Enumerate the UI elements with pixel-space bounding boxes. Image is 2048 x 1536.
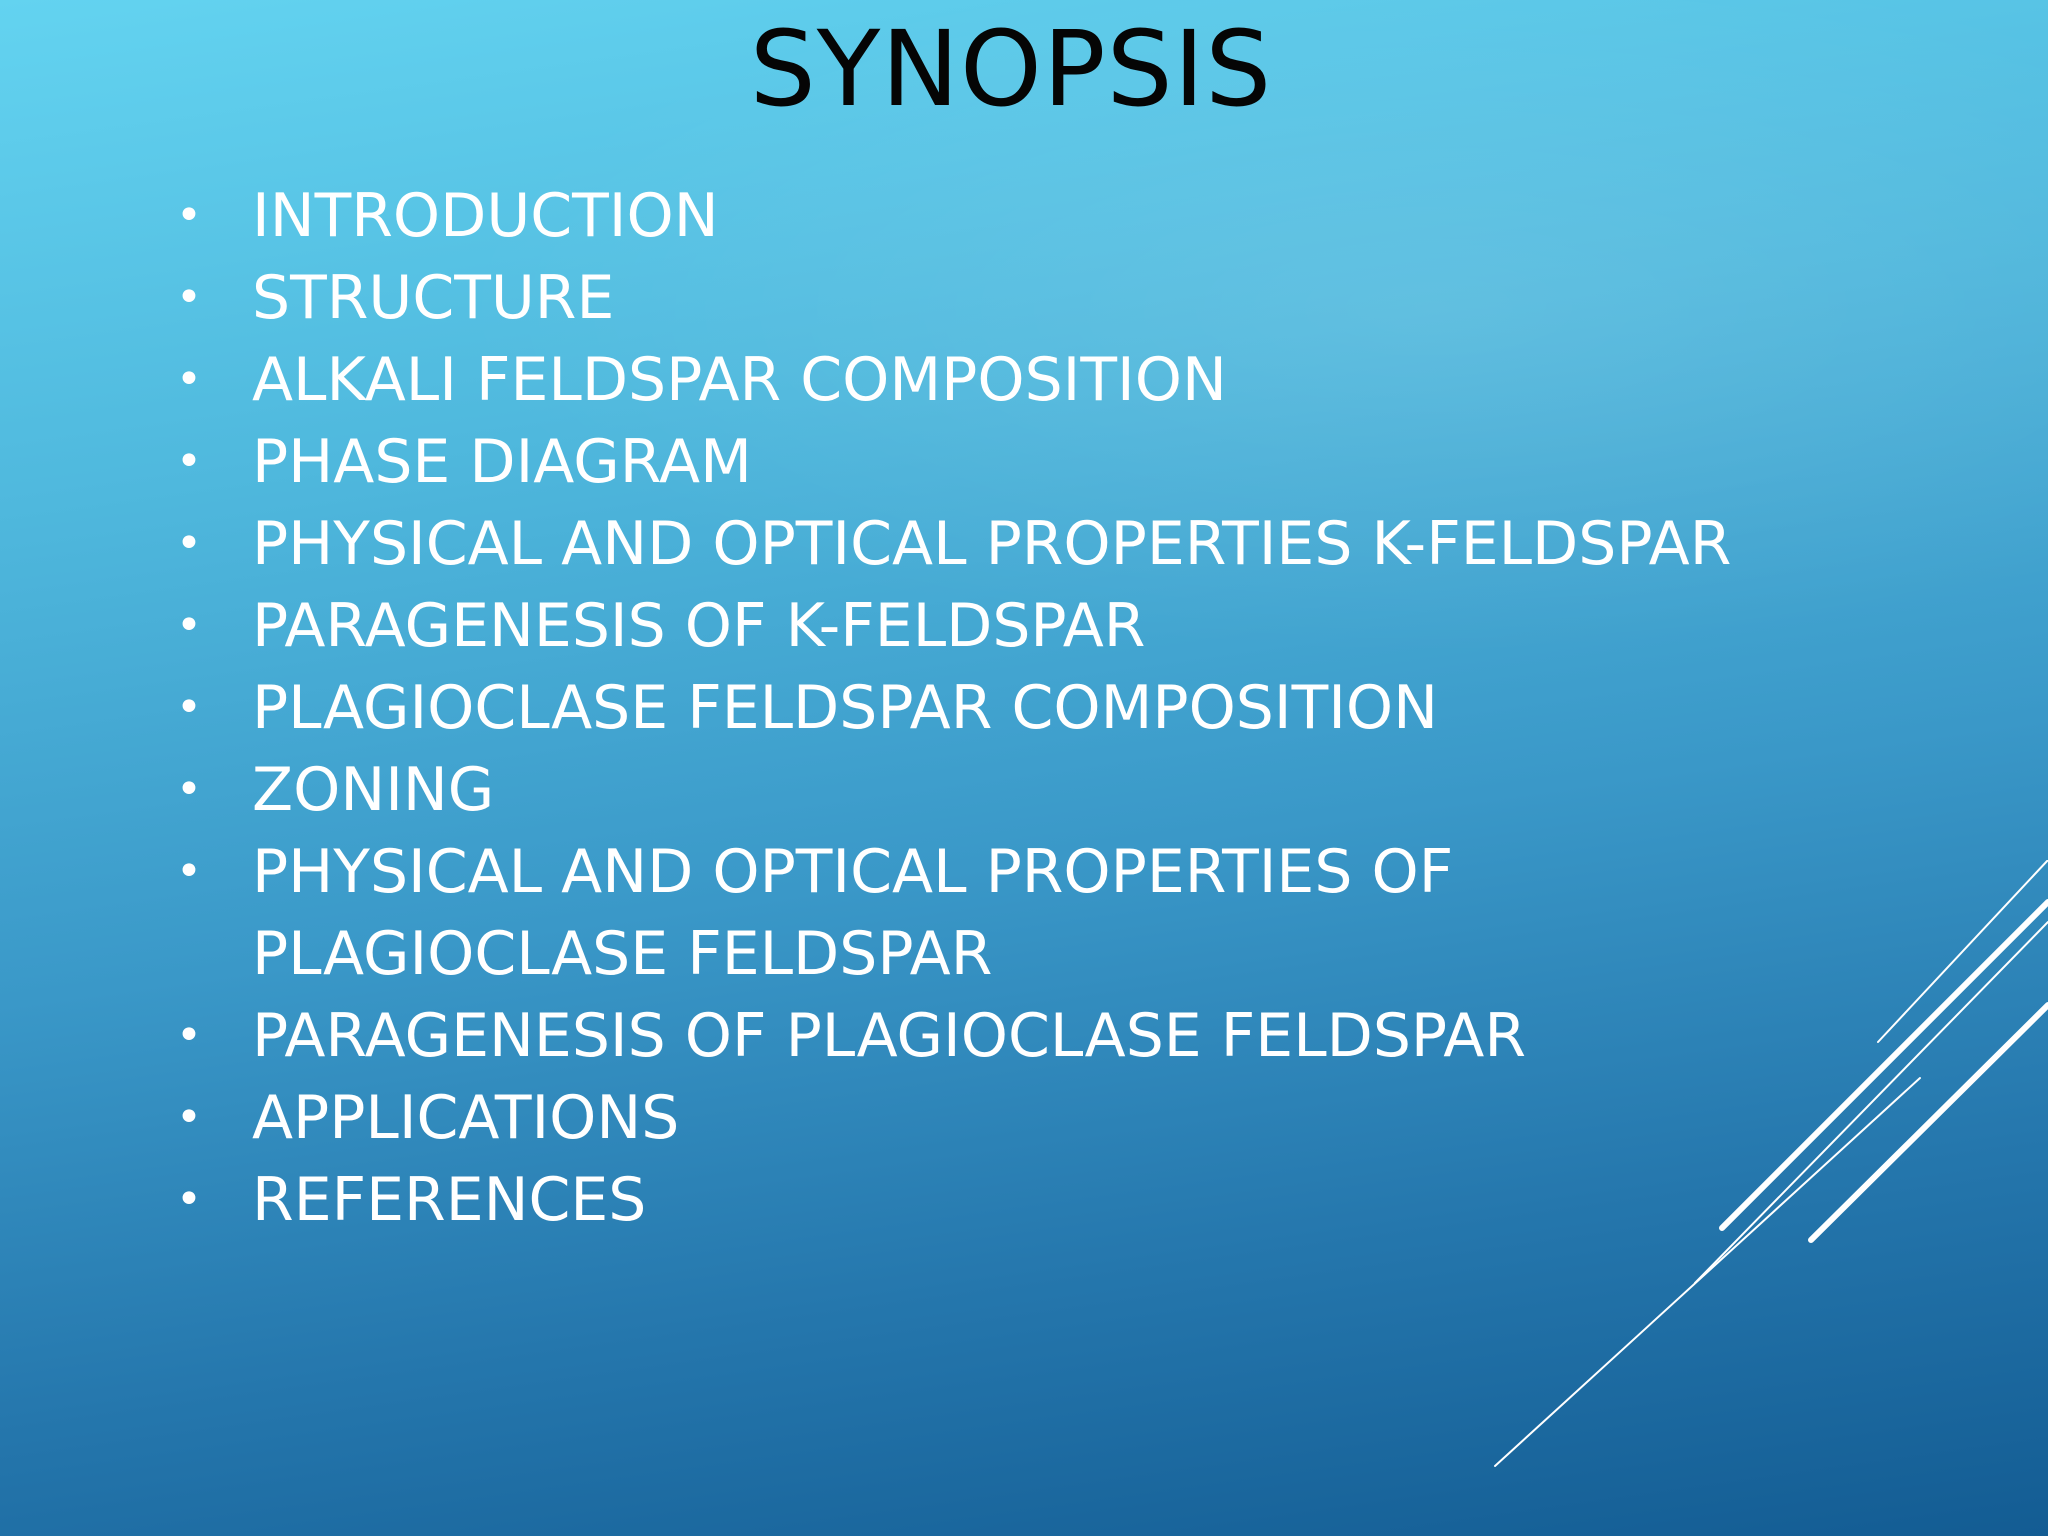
list-item: • PARAGENESIS OF K-FELDSPAR (174, 585, 1874, 667)
list-item: • PHYSICAL AND OPTICAL PROPERTIES K-FELDS… (174, 503, 1874, 585)
list-item-label: PARAGENESIS OF PLAGIOCLASE FELDSPAR (252, 1001, 1527, 1071)
list-item-label: PHYSICAL AND OPTICAL PROPERTIES OF PLAGI… (252, 837, 1454, 989)
list-item: • PHASE DIAGRAM (174, 421, 1874, 503)
list-item-label: REFERENCES (252, 1165, 647, 1235)
decor-line (1877, 860, 2048, 1043)
list-item-label: APPLICATIONS (252, 1083, 680, 1153)
bullet-icon: • (176, 518, 202, 569)
list-item: • REFERENCES (174, 1159, 1874, 1241)
list-item: • ALKALI FELDSPAR COMPOSITION (174, 339, 1874, 421)
bullet-icon: • (176, 600, 202, 651)
list-item: • PHYSICAL AND OPTICAL PROPERTIES OF PLAG… (174, 831, 1874, 995)
bullet-icon: • (176, 190, 202, 241)
decor-line (1494, 1077, 1921, 1467)
list-item: • INTRODUCTION (174, 175, 1874, 257)
list-item: • APPLICATIONS (174, 1077, 1874, 1159)
decor-line (1719, 899, 2048, 1231)
bullet-icon: • (176, 354, 202, 405)
list-item-label: PHASE DIAGRAM (252, 427, 752, 497)
list-item-label: INTRODUCTION (252, 181, 719, 251)
list-item-label: ZONING (252, 755, 495, 825)
list-item-label: PHYSICAL AND OPTICAL PROPERTIES K-FELDSP… (252, 509, 1732, 579)
bullet-icon: • (176, 1010, 202, 1061)
list-item: • STRUCTURE (174, 257, 1874, 339)
bullet-icon: • (176, 1174, 202, 1225)
list-item: • PARAGENESIS OF PLAGIOCLASE FELDSPAR (174, 995, 1874, 1077)
list-item-label: PARAGENESIS OF K-FELDSPAR (252, 591, 1146, 661)
decor-line (1808, 1002, 2048, 1243)
bullet-icon: • (176, 272, 202, 323)
bullet-list: • INTRODUCTION • STRUCTURE • ALKALI FELDSPA… (174, 175, 1874, 1241)
slide-title: SYNOPSIS (749, 8, 1273, 130)
decor-line (1694, 921, 2048, 1284)
list-item: • ZONING (174, 749, 1874, 831)
list-item-label: PLAGIOCLASE FELDSPAR COMPOSITION (252, 673, 1439, 743)
bullet-icon: • (176, 1092, 202, 1143)
bullet-icon: • (176, 764, 202, 815)
bullet-icon: • (176, 436, 202, 487)
bullet-icon: • (176, 682, 202, 733)
list-item-label: ALKALI FELDSPAR COMPOSITION (252, 345, 1227, 415)
list-item: • PLAGIOCLASE FELDSPAR COMPOSITION (174, 667, 1874, 749)
diagonal-lines-decoration (1494, 860, 2048, 1467)
list-item-label: STRUCTURE (252, 263, 615, 333)
bullet-icon: • (176, 846, 202, 897)
